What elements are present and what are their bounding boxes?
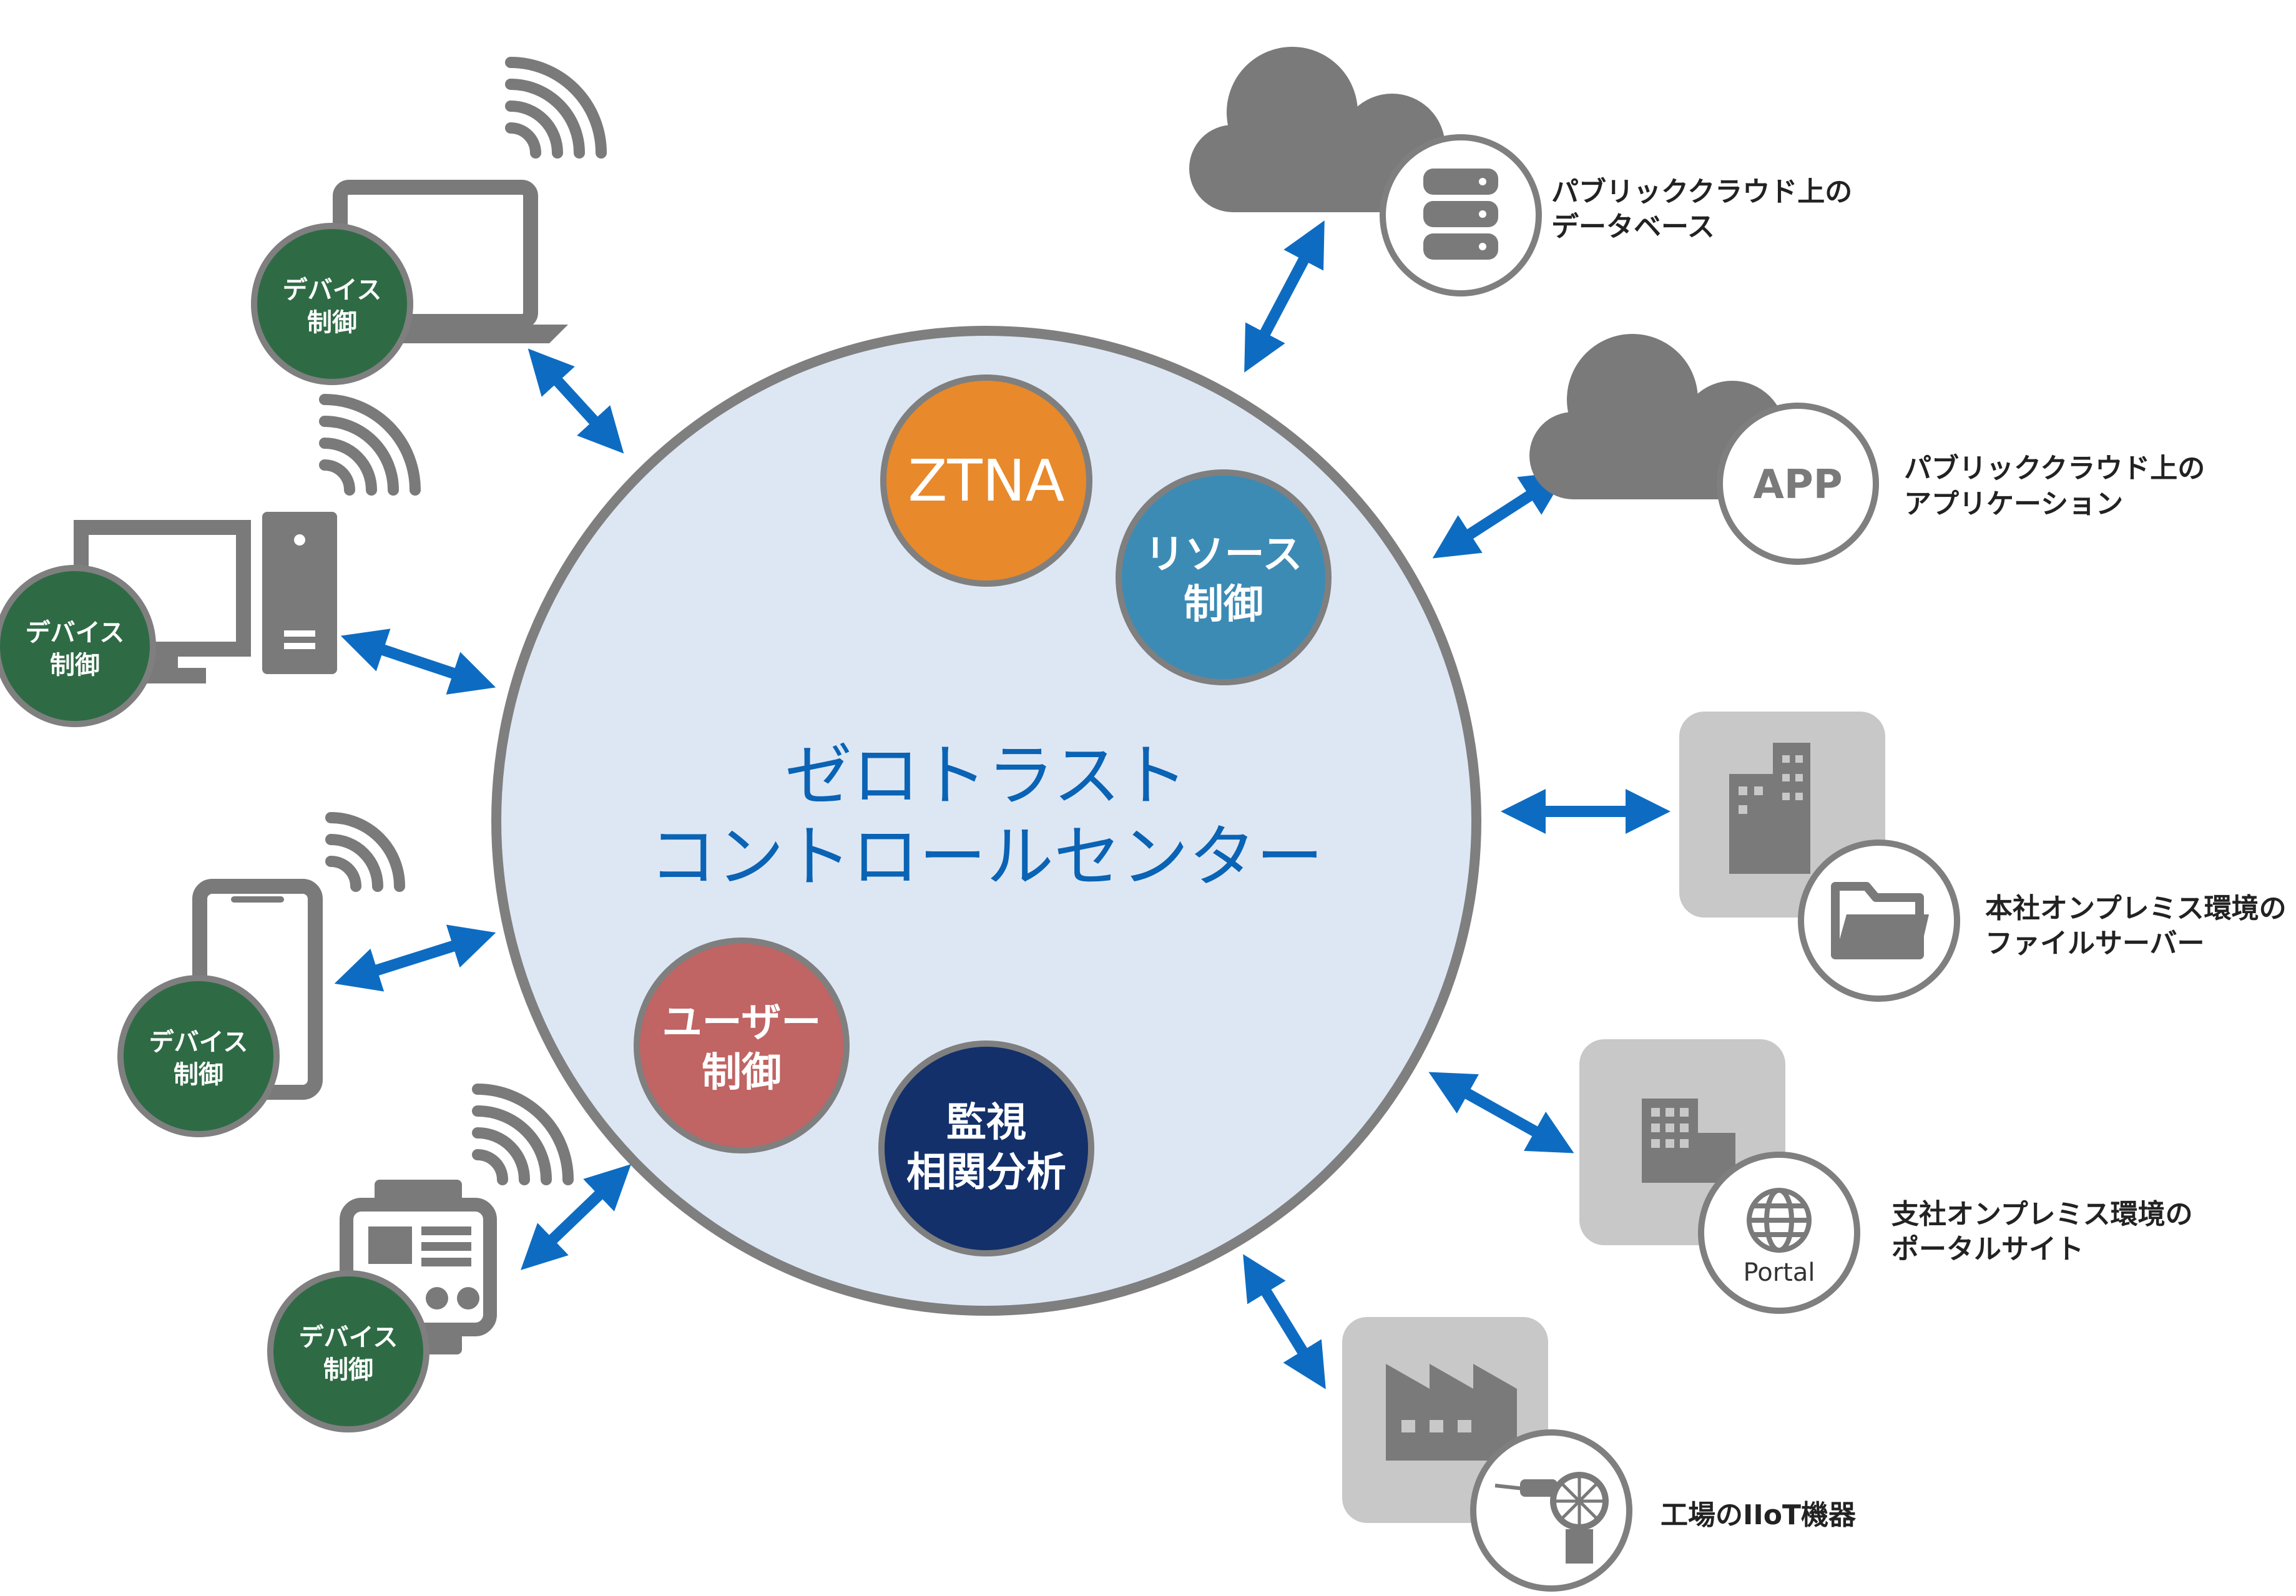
office-building-icon xyxy=(1642,1099,1735,1183)
resource-label-line1: 工場のIIoT機器 xyxy=(1661,1499,1857,1531)
resource-label-line1: パブリッククラウド上の xyxy=(1904,453,2205,484)
device-control-line2: 制御 xyxy=(323,1356,373,1384)
device-desktop: デバイス 制御 xyxy=(0,394,421,727)
arrow-portal xyxy=(1428,1072,1574,1153)
wifi-icon xyxy=(319,394,421,496)
arrow-laptop xyxy=(527,348,624,454)
resource-label-line2: ファイルサーバー xyxy=(1985,928,2205,959)
cloud-icon xyxy=(1529,334,1785,499)
monitoring-line2: 相関分析 xyxy=(906,1150,1066,1196)
device-control-badge xyxy=(267,1270,429,1432)
device-control-line1: デバイス xyxy=(283,276,382,305)
resource-badge xyxy=(1717,403,1879,565)
resource-hq-fileserver: 本社オンプレミス環境の ファイルサーバー xyxy=(1679,712,2287,1002)
device-control-line2: 制御 xyxy=(50,651,100,680)
device-control-badge xyxy=(117,975,280,1137)
resource-label-line1: 本社オンプレミス環境の xyxy=(1985,893,2287,924)
resource-cloud-database: パブリッククラウド上の データベース xyxy=(1189,47,1852,296)
resource-control-circle xyxy=(1116,469,1332,685)
globe-icon xyxy=(1747,1188,1812,1253)
arrow-smartwatch xyxy=(521,1164,631,1270)
monitoring-circle xyxy=(878,1040,1094,1256)
device-smartwatch: デバイス 制御 xyxy=(267,1084,574,1432)
arrow-desktop xyxy=(340,629,496,695)
device-laptop: デバイス 制御 xyxy=(251,57,607,385)
office-building-icon xyxy=(1729,743,1810,874)
resource-label-line2: データベース xyxy=(1551,211,1715,243)
folder-icon xyxy=(1831,882,1929,959)
center-title-line2: コントロールセンター xyxy=(649,818,1323,896)
arrow-cloud-database xyxy=(1244,220,1325,373)
device-control-line2: 制御 xyxy=(307,308,357,337)
industrial-device-icon xyxy=(1494,1472,1609,1564)
center-title-line1: ゼロトラスト xyxy=(785,737,1188,815)
arrow-smartphone xyxy=(334,924,496,992)
resource-control-line2: 制御 xyxy=(1184,582,1263,628)
resource-cloud-app: APP パブリッククラウド上の アプリケーション xyxy=(1529,334,2205,565)
arrow-cloud-app xyxy=(1432,471,1567,559)
resource-label-line2: アプリケーション xyxy=(1904,488,2123,520)
portal-label: Portal xyxy=(1744,1258,1815,1287)
arrow-factory xyxy=(1243,1254,1326,1389)
user-control-line2: 制御 xyxy=(702,1050,782,1096)
device-control-line1: デバイス xyxy=(299,1323,398,1352)
resource-label-line1: パブリッククラウド上の xyxy=(1551,176,1852,208)
resource-factory-iiot: 工場のIIoT機器 xyxy=(1342,1317,1857,1592)
database-icon xyxy=(1423,169,1498,260)
device-control-line1: デバイス xyxy=(26,619,125,647)
user-control-line1: ユーザー xyxy=(662,1000,822,1046)
user-control-circle xyxy=(634,938,850,1153)
device-control-line2: 制御 xyxy=(174,1060,223,1089)
control-center: ゼロトラスト コントロールセンター ZTNA リソース 制御 ユーザー 制御 監… xyxy=(491,326,1481,1316)
device-control-badge xyxy=(251,223,413,385)
factory-icon xyxy=(1386,1364,1517,1461)
resource-control-line1: リソース xyxy=(1145,532,1303,578)
device-control-badge xyxy=(0,565,156,727)
device-smartphone: デバイス 制御 xyxy=(117,812,405,1137)
ztna-circle xyxy=(880,375,1092,587)
resource-branch-portal: Portal 支社オンプレミス環境の ポータルサイト xyxy=(1579,1039,2193,1314)
device-control-line1: デバイス xyxy=(149,1028,248,1057)
wifi-icon xyxy=(472,1084,574,1185)
app-icon: APP xyxy=(1753,462,1842,508)
monitoring-line1: 監視 xyxy=(946,1100,1026,1146)
connection-arrows xyxy=(334,220,1670,1389)
resource-label-line1: 支社オンプレミス環境の xyxy=(1891,1198,2193,1230)
ztna-label: ZTNA xyxy=(908,448,1065,514)
resource-label-line2: ポータルサイト xyxy=(1891,1233,2084,1265)
wifi-icon xyxy=(505,57,607,159)
wifi-icon xyxy=(325,812,405,892)
